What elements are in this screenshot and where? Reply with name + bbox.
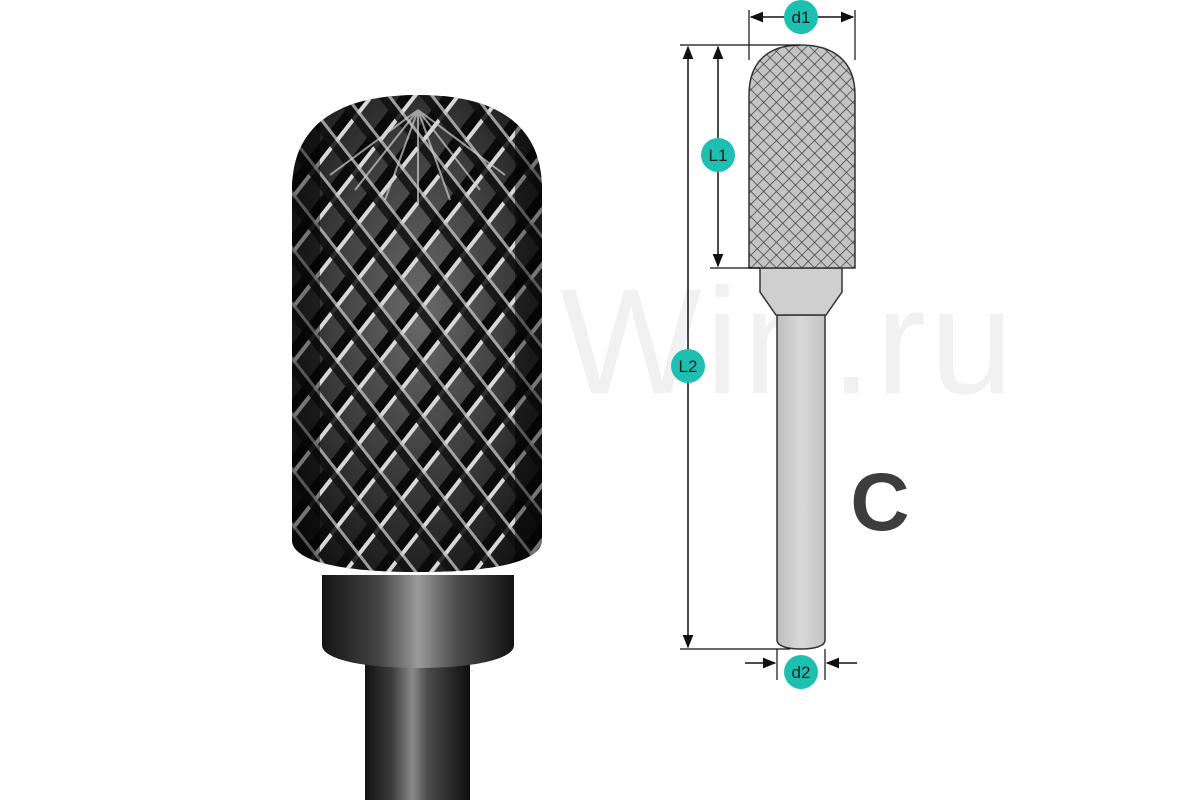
schematic-neck — [759, 267, 843, 316]
d2-label: d2 — [792, 663, 811, 682]
extension-lines — [680, 10, 856, 680]
L1-label: L1 — [709, 146, 728, 165]
burr-head-photo — [292, 95, 542, 572]
shape-type-letter: C — [850, 457, 909, 548]
dimension-d2: d2 — [745, 655, 857, 689]
carbide-burr-photo — [292, 95, 542, 800]
schematic-shank — [776, 314, 826, 650]
burr-neck-photo — [322, 575, 514, 668]
dimension-d1: d1 — [749, 0, 855, 34]
d1-label: d1 — [792, 8, 811, 27]
L2-label: L2 — [679, 357, 698, 376]
dimension-L1: L1 — [701, 45, 735, 268]
schematic-head — [748, 44, 856, 269]
burr-schematic: d1 L1 L2 d2 C — [671, 0, 910, 689]
dimension-L2: L2 — [671, 45, 705, 649]
